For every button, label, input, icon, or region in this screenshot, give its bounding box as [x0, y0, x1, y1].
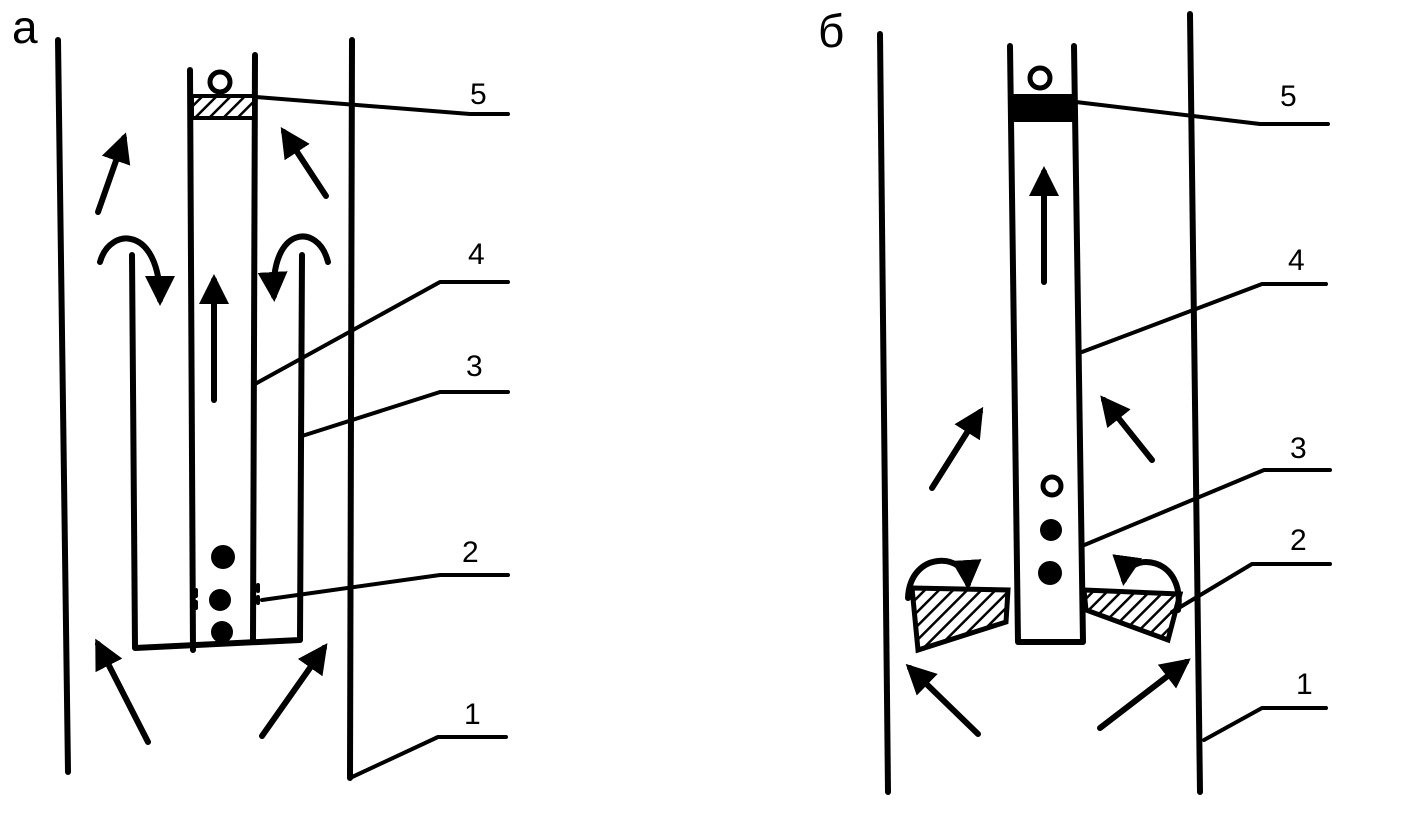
curved-return-arrow-icon: [905, 558, 982, 601]
panel-a-leader-5: [254, 95, 510, 116]
flow-arrow-icon: [905, 663, 981, 737]
panel-a-leader-2: [260, 573, 510, 602]
curved-return-arrow-icon: [97, 235, 175, 306]
panel-a-callout-5: 5: [470, 78, 487, 111]
panel-a-callout-3: 3: [466, 350, 483, 383]
panel-a-callout-2: 2: [462, 536, 479, 569]
panel-a-callout-1: 1: [464, 698, 481, 731]
curved-return-arrow-icon: [257, 233, 331, 302]
panel-b-leader-3: [1080, 468, 1332, 548]
panel-b: 5 4 3 2 1: [877, 11, 1332, 795]
panel-b-callout-2: 2: [1290, 524, 1307, 557]
valve-icon: [1010, 65, 1076, 122]
panel-a-left-wall: [55, 37, 71, 775]
flow-arrow-icon: [1100, 395, 1155, 463]
flow-arrow-icon: [929, 406, 984, 491]
valve-icon: [190, 69, 256, 120]
panel-b-leader-5: [1074, 100, 1330, 126]
flow-arrow-icon: [280, 126, 329, 199]
panel-b-leader-4: [1080, 282, 1328, 354]
panel-a-callout-4: 4: [468, 238, 485, 271]
ball-icon: [209, 545, 235, 643]
panel-b-letter: б: [818, 5, 845, 57]
flow-arrow-icon: [95, 132, 131, 215]
panel-b-central-tube: [1007, 43, 1086, 645]
panel-a-leader-3: [300, 390, 510, 438]
panel-b-leader-1: [1202, 706, 1328, 742]
panel-a-letter: а: [12, 1, 38, 53]
panel-b-callout-1: 1: [1296, 668, 1313, 701]
panel-a-leader-4: [253, 280, 510, 386]
ball-icon: [1038, 474, 1064, 585]
panel-a-inner-tube-left: [187, 67, 196, 653]
panel-a-right-wall: [347, 37, 355, 781]
panel-b-callout-5: 5: [1280, 80, 1297, 113]
panel-a-outer-tube: [129, 252, 305, 651]
panel-b-leader-2: [1170, 562, 1332, 614]
panel-b-left-wall: [877, 31, 891, 795]
panel-b-packer-right: [1081, 587, 1184, 644]
panel-b-packer-left: [909, 585, 1011, 654]
panel-a-inner-tube-right: [250, 52, 258, 643]
flow-arrow-icon: [1097, 658, 1191, 731]
panel-a-leader-1: [348, 735, 508, 780]
flow-arrow-icon: [95, 638, 151, 745]
curved-return-arrow-icon: [1112, 554, 1182, 613]
panel-b-callout-4: 4: [1288, 244, 1305, 277]
panel-b-right-wall: [1187, 11, 1203, 795]
panel-b-callout-3: 3: [1290, 432, 1307, 465]
flow-arrow-icon: [259, 643, 328, 739]
panel-a: 5 4 3 2 1: [55, 37, 510, 781]
